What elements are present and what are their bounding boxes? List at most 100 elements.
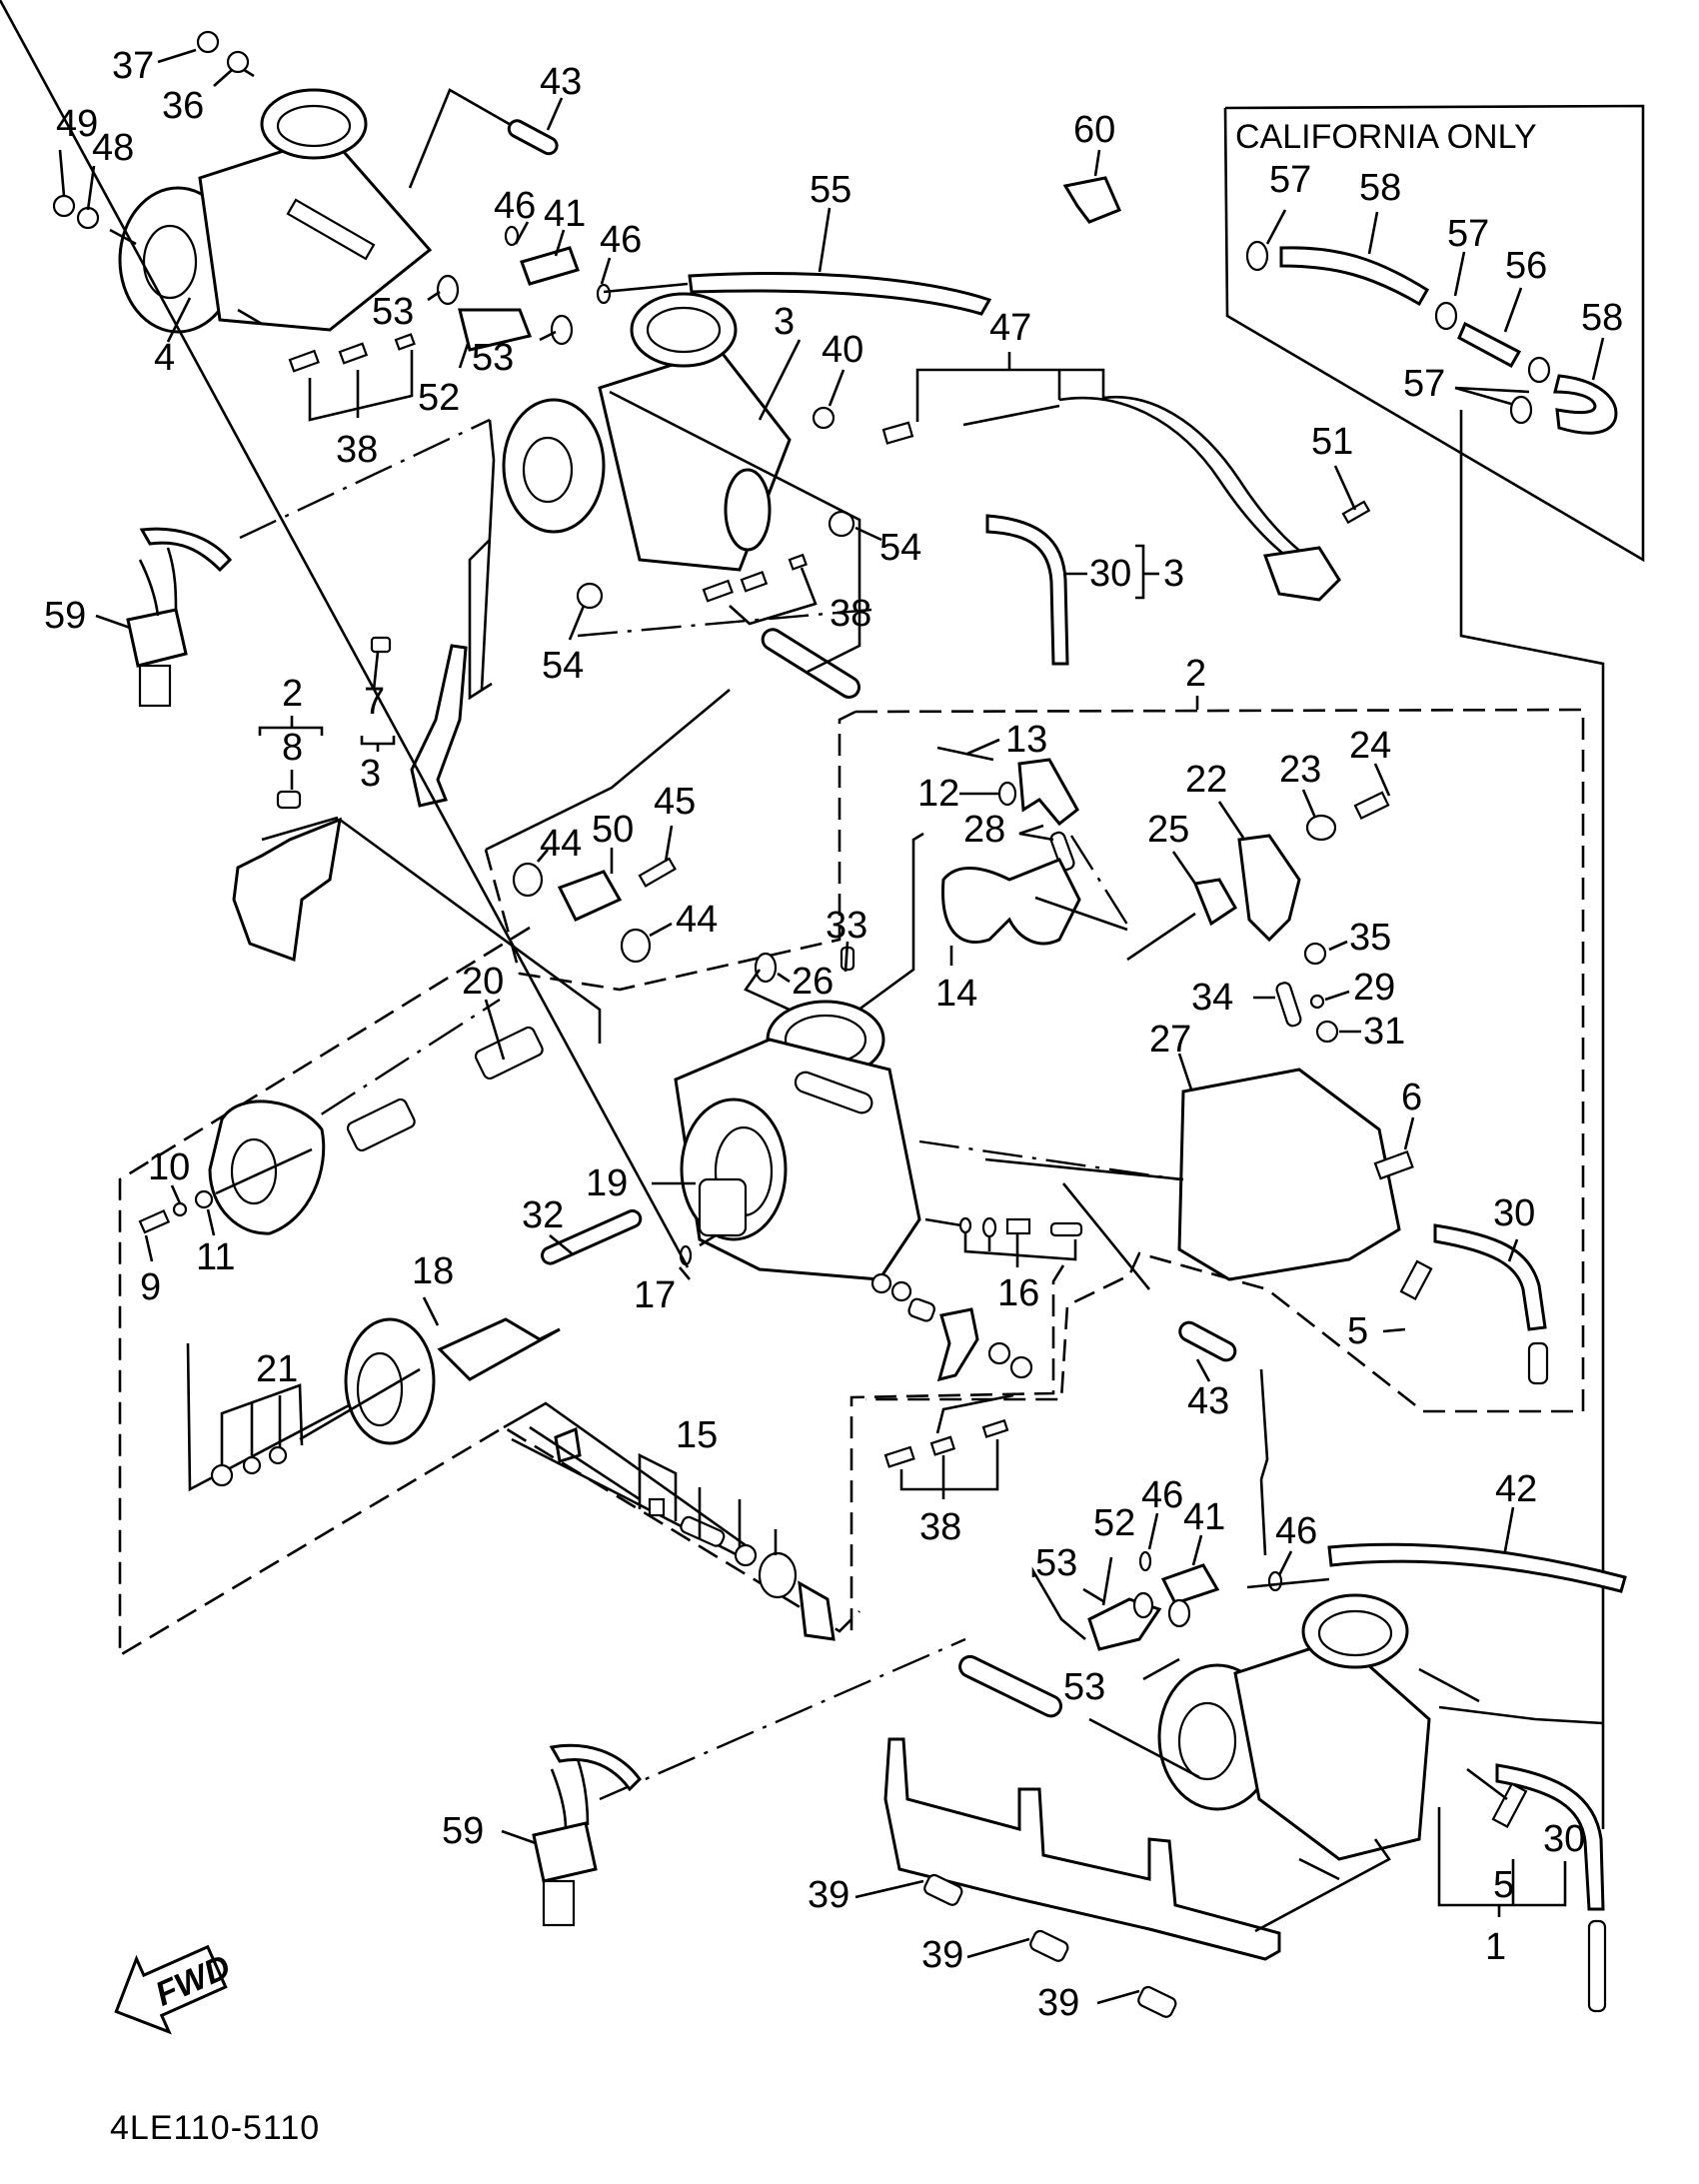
callout-42: 42	[1495, 1468, 1537, 1510]
inset-callout-56: 56	[1505, 245, 1547, 287]
callout-33: 33	[826, 905, 867, 947]
cap-23	[1305, 814, 1337, 842]
callout-45: 45	[654, 781, 696, 823]
bracket-plate-8	[232, 817, 342, 963]
holder-15	[648, 1497, 666, 1517]
callout-53: 53	[372, 291, 414, 333]
screw-5	[1399, 1259, 1433, 1300]
callout-3: 3	[774, 301, 795, 343]
fitting-41	[1160, 1563, 1220, 1605]
nut-37	[196, 30, 220, 54]
screw-38	[981, 1418, 1009, 1438]
screw-40	[812, 406, 836, 430]
callout-12: 12	[917, 773, 959, 815]
callout-32: 32	[522, 1194, 564, 1236]
spring-20	[474, 1026, 544, 1081]
callout-10: 10	[148, 1146, 190, 1188]
spring-38	[929, 1435, 956, 1456]
callout-39: 39	[1037, 1982, 1079, 2024]
callout-46: 46	[1275, 1510, 1317, 1552]
washer-48	[76, 206, 100, 230]
diaphragm-cover-22	[1237, 834, 1301, 943]
screw-38	[788, 553, 808, 571]
hose-30-top	[985, 514, 1069, 666]
nut	[1009, 1355, 1033, 1379]
callout-53: 53	[1063, 1666, 1105, 1708]
pipe-59-top	[139, 527, 233, 573]
callout-39: 39	[808, 1874, 850, 1916]
inset-callout-58: 58	[1359, 167, 1401, 209]
o-ring-16	[958, 1216, 972, 1234]
callout-59: 59	[44, 595, 86, 637]
callout-19: 19	[586, 1162, 628, 1204]
screw-38	[883, 1445, 915, 1468]
clip-39	[923, 1873, 963, 1906]
o-ring-53	[1132, 1591, 1154, 1619]
callout-39: 39	[921, 1934, 963, 1976]
pipe-59-bottom	[549, 1743, 642, 1792]
clamp-57-lower-a	[1527, 356, 1551, 384]
screw-51	[1341, 500, 1371, 525]
hose-30-middle	[1433, 1223, 1547, 1331]
callout-46: 46	[494, 185, 536, 227]
washer-16	[981, 1216, 997, 1238]
valve-59-top	[126, 608, 188, 668]
spring-47	[881, 421, 914, 445]
needle-18	[437, 1317, 561, 1381]
jet-34	[1275, 982, 1302, 1028]
callout-14: 14	[935, 973, 977, 1015]
inset-callout-57: 57	[1403, 363, 1445, 405]
callout-49: 49	[56, 103, 98, 145]
california-only-inset: CALIFORNIA ONLY 57 58 57 56 58 57	[1223, 104, 1645, 563]
callout-50: 50	[592, 809, 634, 851]
clip	[987, 1341, 1011, 1365]
clip-21	[268, 1445, 288, 1465]
o-ring-46	[504, 225, 520, 247]
callout-2: 2	[282, 673, 303, 715]
callout-15: 15	[676, 1414, 718, 1456]
callout-3: 3	[360, 753, 381, 795]
callout-54: 54	[542, 645, 584, 687]
callout-5: 5	[1347, 1310, 1368, 1352]
nut-21	[210, 1463, 234, 1487]
o-ring-46	[596, 283, 612, 305]
o-ring-10	[172, 1201, 188, 1217]
joint-50	[557, 870, 623, 922]
plug-44	[620, 928, 652, 964]
callout-53: 53	[1035, 1542, 1077, 1584]
callout-30: 30	[1493, 1192, 1535, 1234]
washer	[890, 1280, 912, 1302]
cover-14	[940, 858, 1081, 946]
screw-38	[702, 579, 734, 603]
callout-52: 52	[418, 377, 460, 419]
callout-6: 6	[1401, 1077, 1422, 1118]
fitting-35	[1303, 942, 1327, 966]
lever	[936, 1307, 979, 1382]
cable-bracket-47	[1262, 546, 1341, 602]
hose-55	[688, 271, 992, 316]
pipe-43-top	[507, 119, 559, 156]
screw-16	[1049, 1221, 1083, 1237]
callout-24: 24	[1349, 725, 1391, 767]
valve-59-bottom-nozzle	[542, 1879, 576, 1927]
callout-18: 18	[412, 1250, 454, 1292]
callout-30: 30	[1543, 1818, 1585, 1860]
callout-55: 55	[810, 169, 851, 211]
carburetor-main-body	[674, 1000, 921, 1281]
spring-38	[740, 571, 769, 593]
callout-37: 37	[112, 45, 154, 87]
callout-31: 31	[1363, 1011, 1405, 1053]
clip-39	[1137, 1985, 1177, 2018]
callout-52: 52	[1093, 1502, 1135, 1544]
pipe-joint	[761, 628, 861, 699]
callout-29: 29	[1353, 967, 1395, 1009]
spring-16	[1005, 1217, 1031, 1235]
joint-52	[458, 308, 533, 352]
pipe-43-middle	[1178, 1320, 1237, 1362]
callout-43: 43	[1187, 1380, 1229, 1422]
callout-13: 13	[1005, 719, 1047, 761]
clamp-57-mid	[1434, 301, 1458, 331]
lever-15	[798, 1580, 836, 1641]
callout-27: 27	[1149, 1019, 1191, 1061]
